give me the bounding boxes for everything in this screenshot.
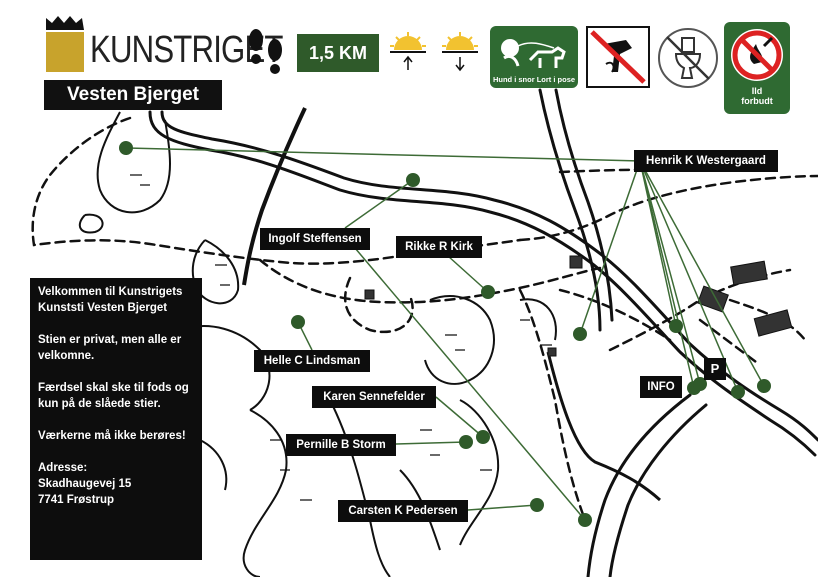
sunrise-icon <box>390 32 426 70</box>
no-picking-sign-icon <box>586 26 650 88</box>
leader-line <box>395 441 467 445</box>
artwork-marker[interactable] <box>578 513 592 527</box>
info-address-label: Adresse: <box>38 462 88 474</box>
leader-line <box>639 160 695 389</box>
artwork-marker[interactable] <box>530 498 544 512</box>
fire-sign-caption-line2: forbudt <box>741 96 773 106</box>
artwork-marker[interactable] <box>119 141 133 155</box>
label-henrik-k-westergaard[interactable]: Henrik K Westergaard <box>634 150 778 172</box>
fire-sign-caption-line1: Ild <box>751 86 763 96</box>
leader-lines <box>125 147 765 521</box>
leader-line <box>639 160 701 385</box>
info-address-line2: 7741 Frøstrup <box>38 494 115 506</box>
artwork-marker[interactable] <box>757 379 771 393</box>
leader-line <box>354 247 586 521</box>
artwork-marker[interactable] <box>291 315 305 329</box>
artwork-marker[interactable] <box>731 385 745 399</box>
sunset-icon <box>442 32 478 72</box>
crown-icon <box>46 16 84 30</box>
distance-badge: 1,5 KM <box>297 34 379 72</box>
welcome-info-box: Velkommen til Kunstrigets Kunststi Veste… <box>30 278 202 560</box>
no-toilet-sign-icon <box>658 28 718 88</box>
leader-line <box>579 160 641 335</box>
artwork-marker[interactable] <box>459 435 473 449</box>
label-carsten-k-pedersen[interactable]: Carsten K Pedersen <box>338 500 468 522</box>
info-label[interactable]: INFO <box>640 376 682 398</box>
artwork-marker[interactable] <box>669 319 683 333</box>
leader-line <box>344 179 414 229</box>
dog-on-leash-sign-icon: Hund i snor Lort i pose <box>490 26 578 88</box>
leader-line <box>467 504 538 511</box>
info-traffic-rules: Færdsel skal ske til fods og kun på de s… <box>38 382 189 410</box>
info-do-not-touch: Værkerne må ikke berøres! <box>38 430 186 442</box>
artwork-markers <box>119 141 771 527</box>
dog-sign-caption: Hund i snor Lort i pose <box>492 75 576 84</box>
footprints-icon <box>249 29 282 74</box>
info-private-path: Stien er privat, men alle er velkomne. <box>38 334 182 362</box>
parking-label: P <box>704 358 726 380</box>
trail-subtitle: Vesten Bjerget <box>44 80 222 110</box>
boundary-south <box>546 351 662 502</box>
property-boundary <box>242 107 307 286</box>
kunstriget-logo: KUNSTRIGET Vesten Bjerget <box>44 14 283 110</box>
label-ingolf-steffensen[interactable]: Ingolf Steffensen <box>260 228 370 250</box>
leader-line <box>447 255 489 293</box>
label-karen-sennefelder[interactable]: Karen Sennefelder <box>312 386 436 408</box>
buildings <box>364 255 793 357</box>
logo-gold-square <box>46 32 84 72</box>
artwork-marker[interactable] <box>406 173 420 187</box>
label-helle-c-lindsman[interactable]: Helle C Lindsman <box>254 350 370 372</box>
fire-sign-caption: Ild forbudt <box>724 86 790 106</box>
reed-marks <box>130 174 552 521</box>
label-rikke-r-kirk[interactable]: Rikke R Kirk <box>396 236 482 258</box>
leader-line <box>435 396 484 438</box>
leader-line <box>639 160 765 387</box>
label-pernille-b-storm[interactable]: Pernille B Storm <box>286 434 396 456</box>
artwork-marker[interactable] <box>481 285 495 299</box>
no-fire-sign-icon: Ild forbudt <box>724 22 790 114</box>
artwork-marker[interactable] <box>573 327 587 341</box>
artwork-marker[interactable] <box>476 430 490 444</box>
artwork-marker[interactable] <box>693 377 707 391</box>
leader-line <box>125 147 641 162</box>
info-welcome: Velkommen til Kunstrigets Kunststi Veste… <box>38 286 183 314</box>
leader-line <box>639 160 739 393</box>
info-address-line1: Skadhaugevej 15 <box>38 478 132 490</box>
